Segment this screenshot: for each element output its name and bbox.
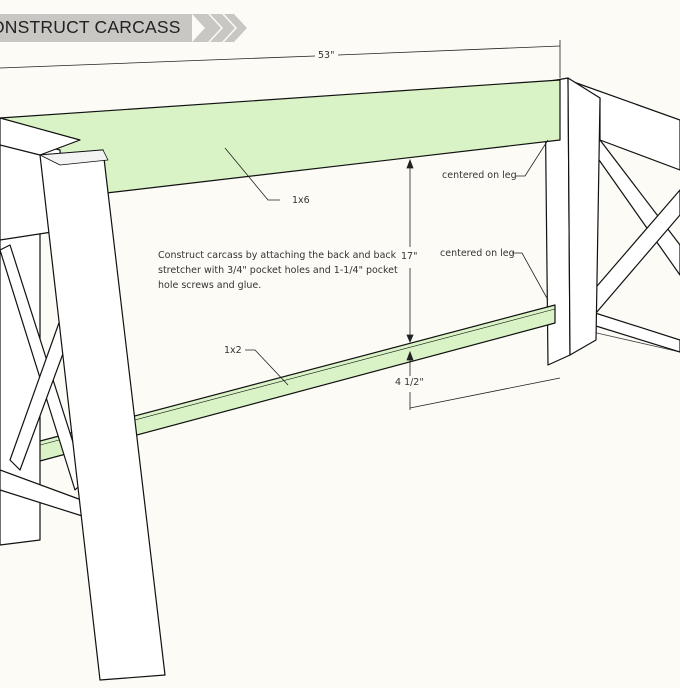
label-1x2: 1x2 — [224, 345, 242, 356]
label-1x6: 1x6 — [292, 195, 310, 206]
instruction-text: Construct carcass by attaching the back … — [158, 250, 398, 291]
leader-1x2 — [245, 349, 289, 386]
note-centered-stretcher: centered on leg — [440, 248, 515, 259]
offset-dimension-label: 4 1/2" — [395, 377, 424, 388]
height-dimension-label: 17" — [401, 251, 418, 262]
step-banner: ONSTRUCT CARCASS — [0, 14, 192, 42]
right-front-leg — [567, 77, 601, 356]
width-dimension-line — [0, 55, 316, 69]
back-board-1x6 — [0, 79, 561, 206]
banner-chevrons — [192, 14, 247, 42]
leader-1x6 — [224, 147, 280, 201]
step-title: ONSTRUCT CARCASS — [0, 17, 181, 37]
width-dimension-label: 53" — [318, 50, 335, 61]
leader-top-centered — [515, 139, 549, 177]
note-centered-top: centered on leg — [442, 170, 517, 181]
